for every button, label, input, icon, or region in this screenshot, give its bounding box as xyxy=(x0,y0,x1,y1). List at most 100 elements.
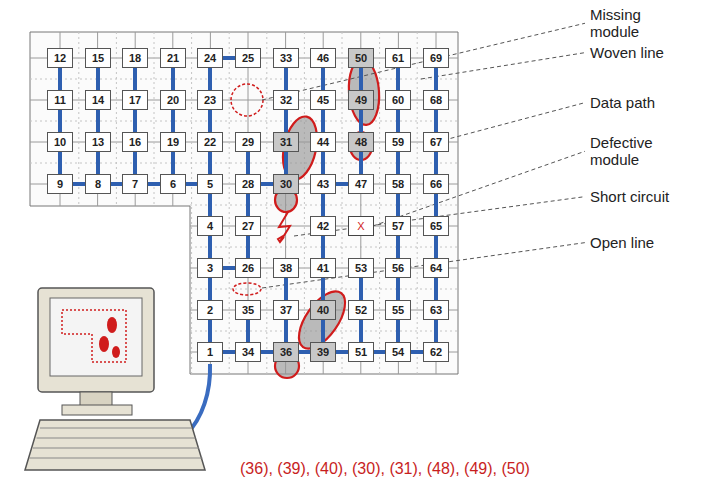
module-number: 20 xyxy=(167,95,179,106)
data-path xyxy=(171,152,175,174)
module-number: 2 xyxy=(207,305,213,316)
module-number: 19 xyxy=(167,137,179,148)
data-path xyxy=(246,236,250,258)
module-box: 15 xyxy=(85,48,111,68)
module-box: 47 xyxy=(348,174,374,194)
woven-line xyxy=(342,32,343,374)
data-path xyxy=(133,152,137,174)
module-box: 14 xyxy=(85,90,111,110)
data-path xyxy=(58,152,62,174)
module-number: 53 xyxy=(355,263,367,274)
module-number: 1 xyxy=(207,347,213,358)
module-box: 59 xyxy=(385,132,411,152)
data-path xyxy=(321,194,325,216)
module-box: 64 xyxy=(423,258,449,278)
module-box: 27 xyxy=(235,216,261,236)
module-number: 50 xyxy=(355,53,367,64)
woven-line xyxy=(30,163,458,164)
module-box: 68 xyxy=(423,90,449,110)
module-number: 6 xyxy=(170,179,176,190)
data-path xyxy=(396,194,400,216)
module-box: 2 xyxy=(197,300,223,320)
woven-line xyxy=(379,32,380,374)
module-box: 16 xyxy=(122,132,148,152)
module-number: 52 xyxy=(355,305,367,316)
leader-line xyxy=(437,103,585,142)
data-path xyxy=(73,182,85,186)
module-box: 31 xyxy=(273,132,299,152)
data-path xyxy=(321,152,325,174)
data-path xyxy=(261,350,273,354)
data-path xyxy=(148,182,160,186)
data-path xyxy=(223,350,235,354)
module-box: 18 xyxy=(122,48,148,68)
module-number: 14 xyxy=(92,95,104,106)
data-path xyxy=(58,68,62,90)
module-number: 62 xyxy=(430,347,442,358)
module-box: 19 xyxy=(160,132,186,152)
data-path xyxy=(246,152,250,174)
short-circuit xyxy=(278,212,290,242)
callout-label: Data path xyxy=(590,94,710,111)
data-path xyxy=(321,236,325,258)
module-number: 57 xyxy=(392,221,404,232)
module-number: 23 xyxy=(204,95,216,106)
data-path xyxy=(299,350,310,354)
data-path xyxy=(208,68,212,90)
module-number: 67 xyxy=(430,137,442,148)
woven-line xyxy=(229,32,230,374)
module-box: 23 xyxy=(197,90,223,110)
module-number: 64 xyxy=(430,263,442,274)
module-box: 33 xyxy=(273,48,299,68)
data-path xyxy=(359,68,363,90)
module-number: 46 xyxy=(317,53,329,64)
module-number: 5 xyxy=(207,179,213,190)
data-path xyxy=(434,278,438,300)
module-number: 3 xyxy=(207,263,213,274)
module-box: 39 xyxy=(310,342,336,362)
data-path xyxy=(434,68,438,90)
module-number: 55 xyxy=(392,305,404,316)
data-path xyxy=(434,236,438,258)
module-box: 35 xyxy=(235,300,261,320)
data-path xyxy=(321,110,325,132)
data-path xyxy=(321,68,325,90)
module-number: 66 xyxy=(430,179,442,190)
data-path xyxy=(246,320,250,342)
module-box: 60 xyxy=(385,90,411,110)
data-path xyxy=(208,110,212,132)
module-box: 43 xyxy=(310,174,336,194)
data-path xyxy=(359,278,363,300)
module-box: 6 xyxy=(160,174,186,194)
data-path xyxy=(321,278,325,300)
data-path xyxy=(133,110,137,132)
leader-line xyxy=(294,197,585,236)
data-path xyxy=(223,266,235,270)
leader-line xyxy=(373,151,585,226)
module-box: 28 xyxy=(235,174,261,194)
module-box: 53 xyxy=(348,258,374,278)
data-path xyxy=(284,320,288,342)
data-path xyxy=(359,320,363,342)
woven-line xyxy=(78,32,79,206)
data-path xyxy=(396,152,400,174)
module-box: 66 xyxy=(423,174,449,194)
woven-line xyxy=(436,32,437,374)
data-path xyxy=(58,110,62,132)
module-number: 35 xyxy=(242,305,254,316)
woven-line xyxy=(417,32,418,374)
module-box: 55 xyxy=(385,300,411,320)
computer xyxy=(25,288,210,470)
module-number: 56 xyxy=(392,263,404,274)
module-number: 51 xyxy=(355,347,367,358)
module-box: 50 xyxy=(348,48,374,68)
module-box: 9 xyxy=(47,174,73,194)
module-number: 18 xyxy=(129,53,141,64)
module-box: 58 xyxy=(385,174,411,194)
module-number: 16 xyxy=(129,137,141,148)
module-box: 29 xyxy=(235,132,261,152)
module-box: 67 xyxy=(423,132,449,152)
data-path xyxy=(284,278,288,300)
module-number: 17 xyxy=(129,95,141,106)
